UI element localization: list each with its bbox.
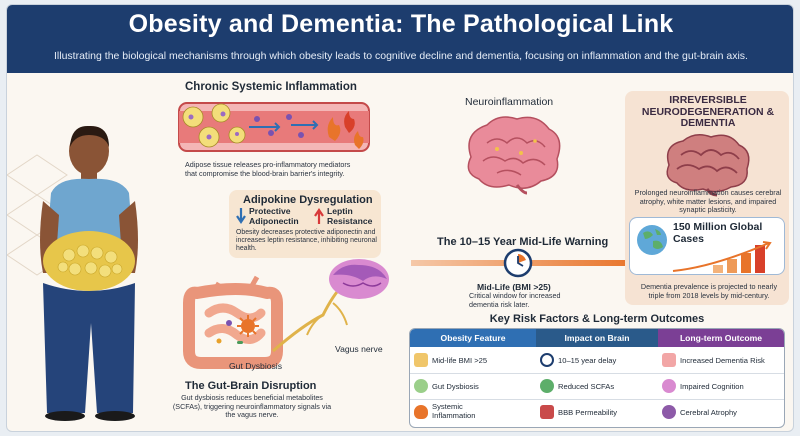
arrow-down-icon xyxy=(236,208,246,224)
neurodegeneration-description: Prolonged neuroinflammation causes cereb… xyxy=(634,188,782,215)
bacteria-icon xyxy=(414,379,428,393)
scale-icon xyxy=(414,353,428,367)
table-cell-text: Mid-life BMI >25 xyxy=(432,355,488,365)
header-banner: Obesity and Dementia: The Pathological L… xyxy=(7,5,793,73)
obese-person-illustration xyxy=(40,125,138,421)
brain-icon xyxy=(662,379,676,393)
table-cell: Cerebral Atrophy xyxy=(658,399,784,425)
warning-title: The 10–15 Year Mid-Life Warning xyxy=(437,236,609,248)
inflammation-title: Chronic Systemic Inflammation xyxy=(185,81,357,93)
infographic-frame: Obesity and Dementia: The Pathological L… xyxy=(6,4,794,432)
midlife-label: Mid-Life (BMI >25) xyxy=(477,282,551,292)
table-cell: Systemic Inflammation xyxy=(410,399,536,425)
table-cell: BBB Permeability xyxy=(536,399,658,425)
table-cell-text: BBB Permeability xyxy=(558,407,618,417)
clock-icon xyxy=(503,248,533,278)
bacteria-icon xyxy=(237,315,259,337)
table-header-impact: Impact on Brain xyxy=(536,329,658,347)
rising-bar-chart-icon xyxy=(672,241,772,273)
table-cell-text: Systemic Inflammation xyxy=(432,402,476,420)
protective-adiponectin-label: Protective Adiponectin xyxy=(249,206,299,226)
table-cell-text: 10–15 year delay xyxy=(558,355,617,365)
adipokine-card xyxy=(229,190,381,258)
table-divider xyxy=(410,399,784,400)
table-divider xyxy=(410,373,784,374)
global-cases-description: Dementia prevalence is projected to near… xyxy=(640,282,778,300)
page-subtitle: Illustrating the biological mechanisms t… xyxy=(54,50,748,62)
table-cell-text: Increased Dementia Risk xyxy=(680,355,765,365)
adipokine-title: Adipokine Dysregulation xyxy=(243,194,373,206)
gut-dysbiosis-label: Gut Dysbiosis xyxy=(229,361,283,371)
table-cell: Mid-life BMI >25 xyxy=(410,347,536,373)
capsule-icon xyxy=(540,379,554,393)
adipokine-description: Obesity decreases protective adiponectin… xyxy=(236,229,377,252)
brain-icon xyxy=(662,405,676,419)
gut-brain-description: Gut dysbiosis reduces beneficial metabol… xyxy=(172,393,332,420)
warning-description: Critical window for increased dementia r… xyxy=(469,291,561,309)
leptin-resistance-label: Leptin Resistance xyxy=(327,206,373,226)
vagus-nerve-label: Vagus nerve xyxy=(335,344,383,354)
table-cell-text: Cerebral Atrophy xyxy=(680,407,737,417)
table-cell-text: Impaired Cognition xyxy=(680,381,744,391)
clock-icon xyxy=(540,353,554,367)
gut-brain-title: The Gut-Brain Disruption xyxy=(185,380,317,392)
barrier-icon xyxy=(540,405,554,419)
inflammation-description: Adipose tissue releases pro-inflammatory… xyxy=(185,160,351,178)
table-cell-text: Reduced SCFAs xyxy=(558,381,615,391)
atrophied-brain-illustration xyxy=(666,134,750,197)
inflamed-brain-illustration xyxy=(467,116,561,195)
table-cell: Increased Dementia Risk xyxy=(658,347,784,373)
globe-icon xyxy=(637,225,667,255)
global-cases-title: 150 Million Global Cases xyxy=(673,221,763,245)
neuroinflammation-title: Neuroinflammation xyxy=(465,96,554,108)
risk-factors-table: Obesity Feature Impact on Brain Long-ter… xyxy=(409,328,785,428)
page-title: Obesity and Dementia: The Pathological L… xyxy=(128,10,674,38)
chart-up-icon xyxy=(662,353,676,367)
table-header-outcome: Long-term Outcome xyxy=(658,329,784,347)
table-cell: 10–15 year delay xyxy=(536,347,658,373)
intestine-illustration xyxy=(183,275,283,369)
neurodegeneration-title: IRREVERSIBLE NEURODEGENERATION & DEMENTI… xyxy=(641,94,775,129)
flame-icon xyxy=(414,405,428,419)
arrow-up-icon xyxy=(314,208,324,224)
table-cell: Reduced SCFAs xyxy=(536,373,658,399)
table-header-obesity: Obesity Feature xyxy=(410,329,536,347)
blood-vessel-illustration xyxy=(178,102,370,152)
table-title: Key Risk Factors & Long-term Outcomes xyxy=(489,313,705,325)
table-cell-text: Gut Dysbiosis xyxy=(432,381,479,391)
vagus-nerve-illustration xyxy=(272,259,389,353)
table-cell: Impaired Cognition xyxy=(658,373,784,399)
table-cell: Gut Dysbiosis xyxy=(410,373,536,399)
